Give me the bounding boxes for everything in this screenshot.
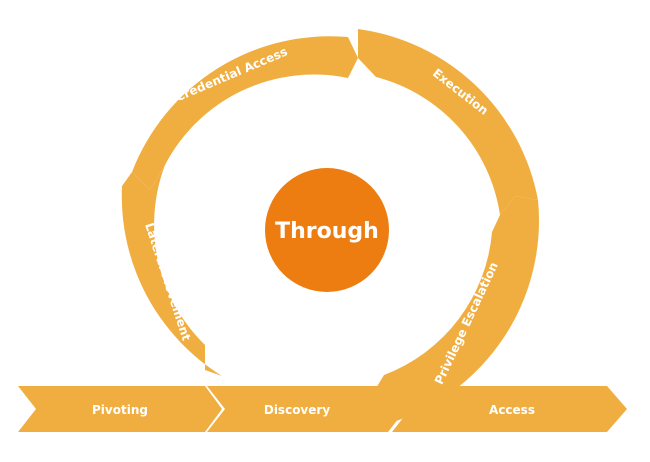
chevron-pivoting <box>18 386 222 432</box>
bottom-row <box>18 386 627 432</box>
cycle-segment-lateral-movement <box>121 165 222 376</box>
cycle-segment-credential-access <box>132 36 358 190</box>
chevron-access <box>392 386 627 432</box>
chevron-label-access: Access <box>489 403 535 417</box>
chevron-label-discovery: Discovery <box>264 403 330 417</box>
chevron-label-pivoting: Pivoting <box>92 403 148 417</box>
chevron-discovery <box>207 386 406 432</box>
cycle-ring <box>121 29 540 423</box>
cycle-segment-privilege-escalation <box>370 196 540 423</box>
cycle-segment-execution <box>358 29 538 215</box>
center-circle <box>265 168 389 292</box>
center-label: Through <box>275 219 379 244</box>
